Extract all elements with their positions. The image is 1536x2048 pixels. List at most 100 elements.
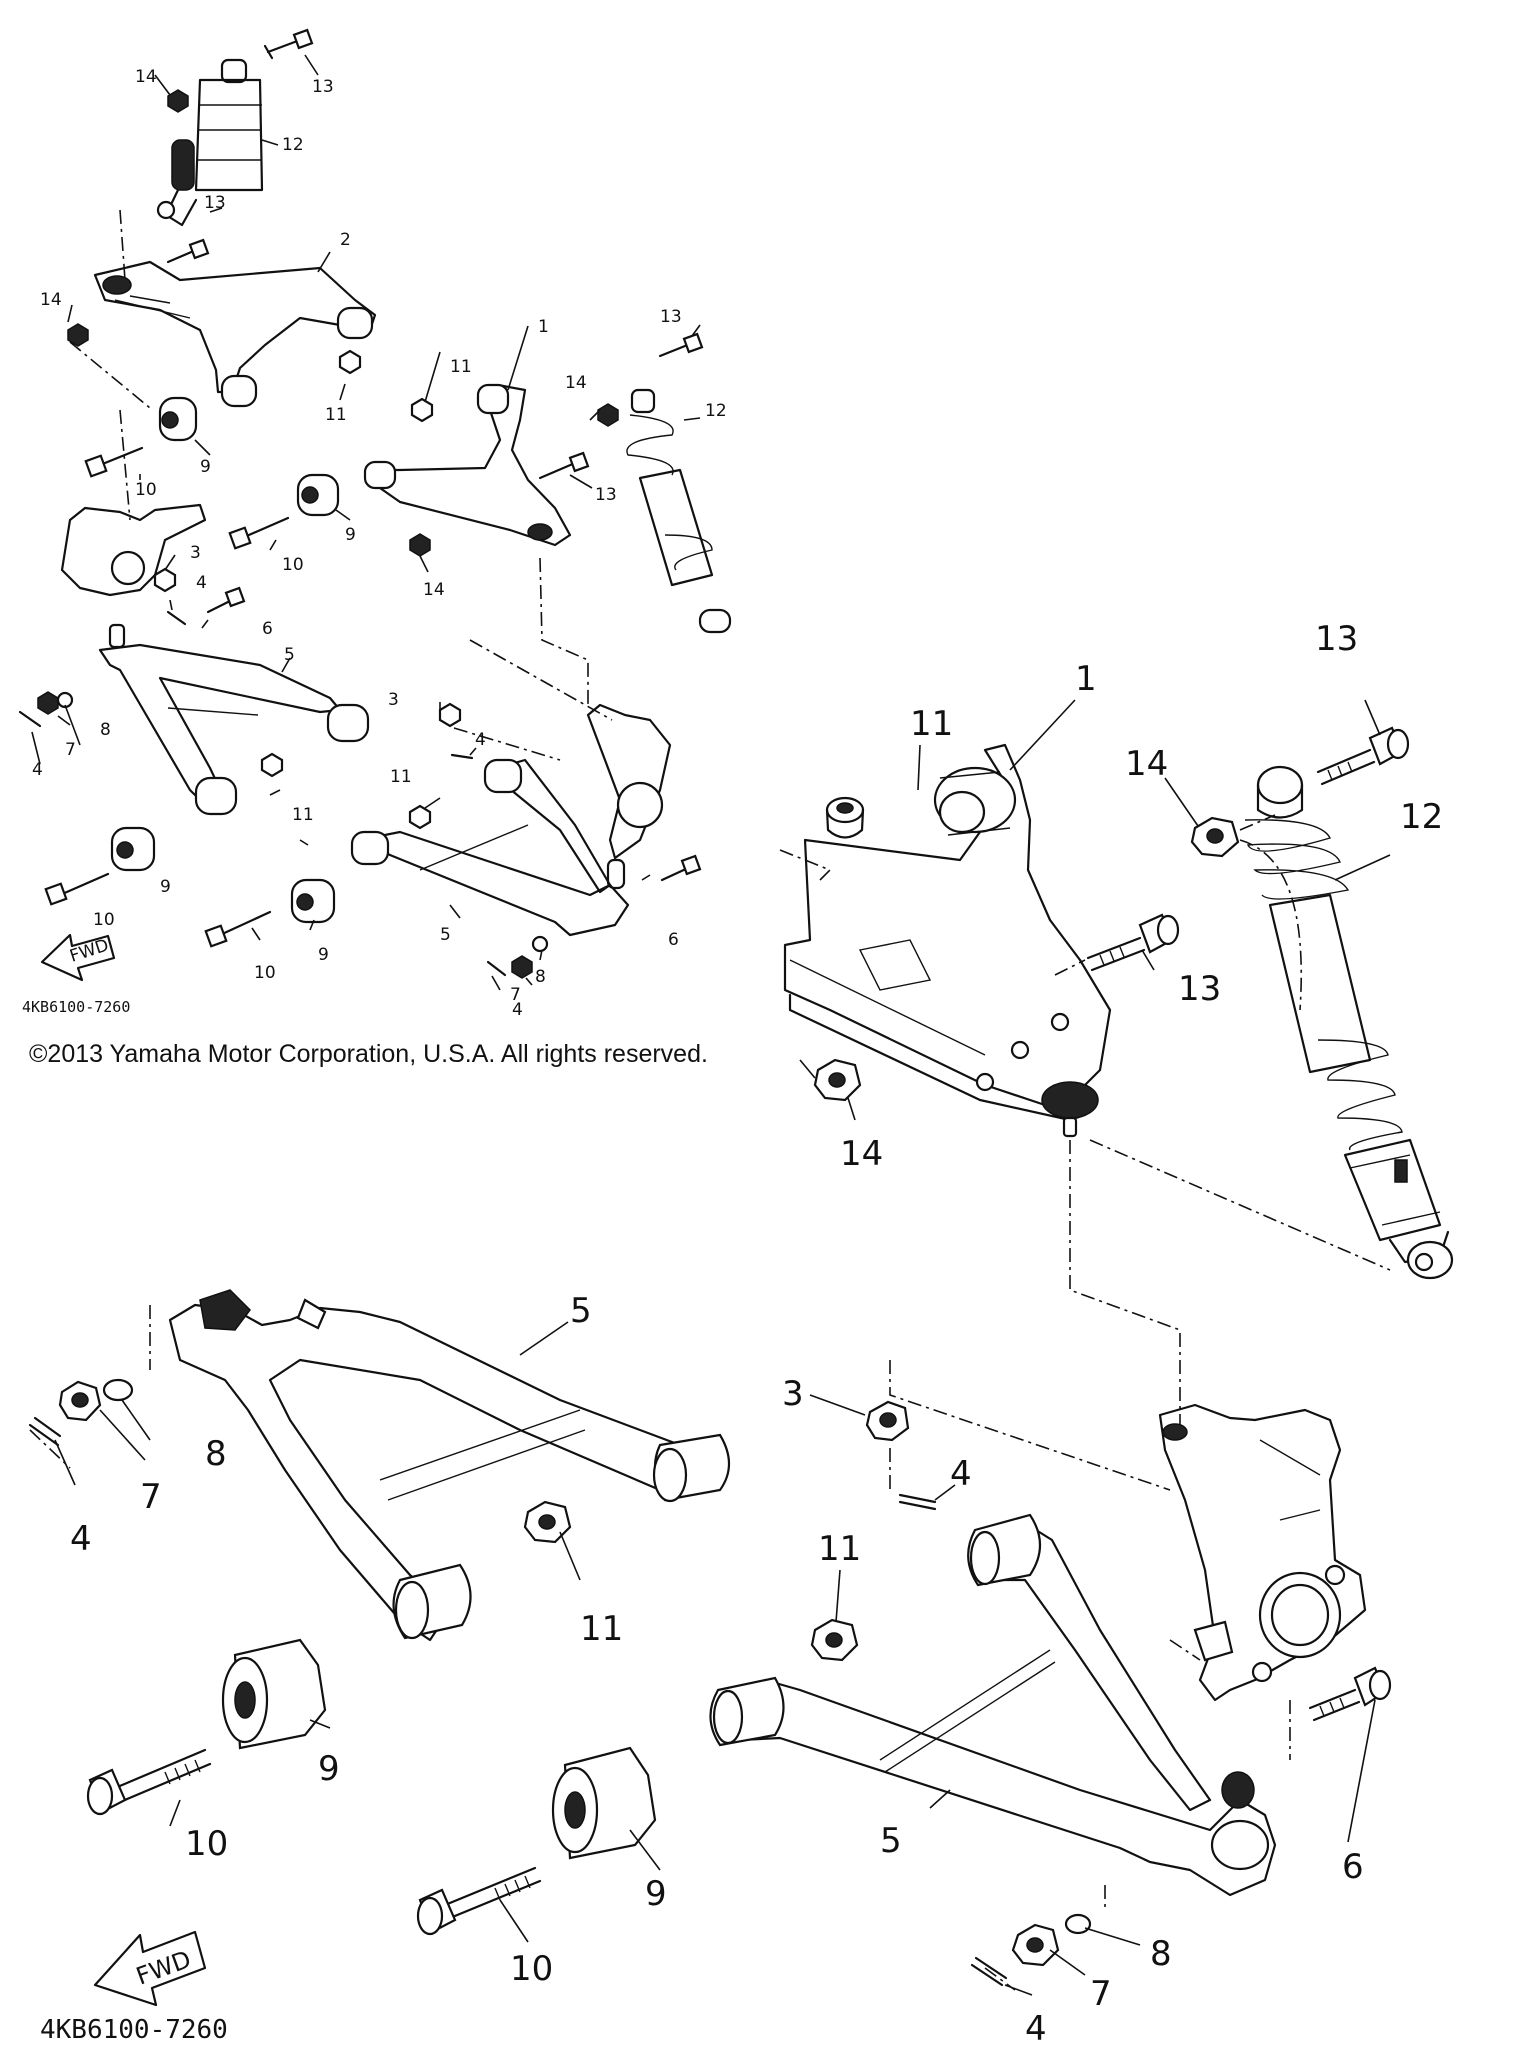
callout-dl-10a: 10 xyxy=(185,1824,228,1864)
callout-ov-11b: 11 xyxy=(450,357,472,377)
washer-8a xyxy=(56,691,74,709)
callout-ov-8b: 8 xyxy=(535,967,546,987)
bolt-6b xyxy=(660,866,690,882)
callout-ov-1: 1 xyxy=(538,317,549,337)
callout-dl-8b: 8 xyxy=(1150,1934,1172,1974)
callout-dl-5b: 5 xyxy=(880,1821,902,1861)
nut-3b xyxy=(438,702,462,728)
shock-absorber-overview-right xyxy=(626,388,732,634)
bolt-13a xyxy=(263,38,302,60)
bolt-10b xyxy=(240,516,290,540)
callout-ov-12b: 12 xyxy=(705,401,727,421)
bolt-13c xyxy=(658,342,692,358)
callout-dl-7a: 7 xyxy=(140,1477,162,1517)
callout-dl-4c: 4 xyxy=(1025,2009,1047,2048)
pin-4b-detail xyxy=(898,1493,937,1511)
bushing-9b-detail xyxy=(551,1746,657,1860)
callout-dl-3: 3 xyxy=(782,1374,804,1414)
upper-arm-1-overview xyxy=(363,383,572,547)
callout-du-14b: 14 xyxy=(840,1134,883,1174)
bolt-10d xyxy=(218,910,272,937)
callout-ov-4b: 4 xyxy=(32,760,43,780)
callout-du-1: 1 xyxy=(1075,659,1097,699)
bolt-10a-detail xyxy=(86,1748,212,1816)
detail-lower-arms-and-knuckle: FWD 4KB6100-7260 xyxy=(28,1289,1392,2045)
nut-14b-detail-upper xyxy=(813,1058,862,1102)
callout-dl-7b: 7 xyxy=(1090,1974,1112,2014)
copyright-notice: ©2013 Yamaha Motor Corporation, U.S.A. A… xyxy=(29,1040,708,1068)
callout-ov-14b: 14 xyxy=(40,290,62,310)
callout-ov-10b: 10 xyxy=(282,555,304,575)
callout-ov-5b: 5 xyxy=(440,925,451,945)
nut-14d xyxy=(409,533,431,557)
upper-arm-2-overview xyxy=(93,260,377,408)
callout-dl-10b: 10 xyxy=(510,1949,553,1989)
callout-du-12: 12 xyxy=(1400,797,1443,837)
nut-14c xyxy=(597,403,619,427)
bolt-6a xyxy=(206,598,234,614)
collar-11b-detail xyxy=(810,1618,859,1662)
nut-7b-detail xyxy=(1011,1923,1060,1967)
callout-ov-5a: 5 xyxy=(284,645,295,665)
callout-ov-13c: 13 xyxy=(660,307,682,327)
callout-du-11: 11 xyxy=(910,704,953,744)
bolt-10a xyxy=(98,446,144,467)
bolt-13a-detail xyxy=(1316,726,1410,786)
collar-11a-detail xyxy=(523,1500,572,1544)
nut-14b xyxy=(67,323,89,347)
callout-ov-13b: 13 xyxy=(204,193,226,213)
bolt-13d xyxy=(538,461,577,480)
callout-du-13a: 13 xyxy=(1315,619,1358,659)
callout-dl-8a: 8 xyxy=(205,1434,227,1474)
nut-14a-detail-upper xyxy=(1190,816,1240,858)
collar-11d xyxy=(408,804,432,830)
callout-ov-3a: 3 xyxy=(190,543,201,563)
callout-dl-9a: 9 xyxy=(318,1749,340,1789)
callout-du-14a: 14 xyxy=(1125,744,1168,784)
callout-du-13b: 13 xyxy=(1178,969,1221,1009)
lower-arm-5-overview-left xyxy=(98,643,370,816)
lower-arm-5-overview-right xyxy=(350,758,630,937)
nut-3-detail xyxy=(865,1400,910,1442)
callout-dl-11b: 11 xyxy=(818,1529,861,1569)
washer-8b-detail xyxy=(1064,1913,1092,1935)
callout-ov-13d: 13 xyxy=(595,485,617,505)
collar-11a xyxy=(338,349,362,375)
nut-3a xyxy=(153,567,177,593)
callout-ov-3b: 3 xyxy=(388,690,399,710)
collar-11c xyxy=(260,752,284,778)
callout-ov-4d: 4 xyxy=(512,1000,523,1020)
callout-ov-8a: 8 xyxy=(100,720,111,740)
callout-ov-14d: 14 xyxy=(423,580,445,600)
callout-ov-4a: 4 xyxy=(196,573,207,593)
callout-ov-10c: 10 xyxy=(93,910,115,930)
callout-ov-11a: 11 xyxy=(325,405,347,425)
overview-callouts: 14 13 12 13 2 14 11 9 10 1 13 14 12 11 1… xyxy=(32,67,727,1020)
callout-dl-4a: 4 xyxy=(70,1519,92,1559)
detail-upper-arm-and-shock xyxy=(779,699,1454,1430)
bolt-10b-detail xyxy=(416,1866,542,1936)
callout-ov-14c: 14 xyxy=(565,373,587,393)
bushing-9c xyxy=(110,826,156,872)
nut-7a xyxy=(37,691,59,715)
pin-4c xyxy=(450,753,474,760)
fwd-arrow-large-icon: FWD xyxy=(93,1930,207,2007)
lower-arm-5-detail-right xyxy=(709,1513,1277,1897)
knuckle-overview-right xyxy=(586,703,672,890)
pin-4d xyxy=(486,960,507,977)
detail-lower-callouts: 5 8 7 4 11 9 10 3 4 11 6 5 9 10 8 7 4 xyxy=(70,1291,1364,2048)
steering-knuckle-detail xyxy=(1158,1403,1367,1702)
callout-ov-7a: 7 xyxy=(65,740,76,760)
callout-ov-13a: 13 xyxy=(312,77,334,97)
nut-14a xyxy=(167,89,189,113)
washer-8b xyxy=(531,935,549,953)
bolt-13b-detail xyxy=(1086,913,1180,972)
callout-ov-11d: 11 xyxy=(292,805,314,825)
callout-ov-11c: 11 xyxy=(390,767,412,787)
bushing-9b xyxy=(296,473,340,517)
pin-4b xyxy=(18,710,42,728)
washer-8a-detail xyxy=(102,1378,134,1402)
knuckle-overview-left xyxy=(60,503,207,649)
